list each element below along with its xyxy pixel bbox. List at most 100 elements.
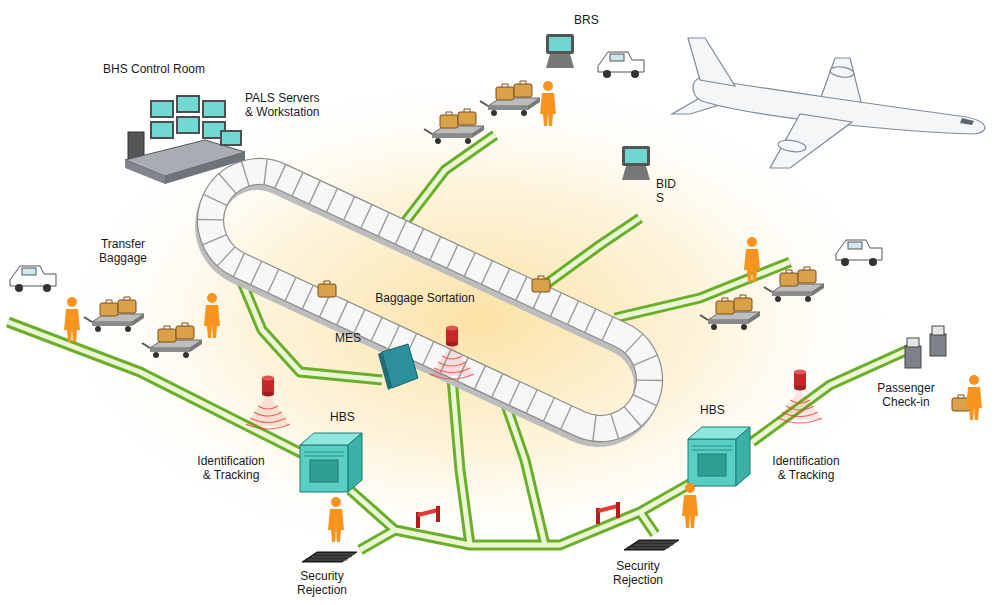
sortation-carousel bbox=[585, 309, 596, 333]
sortation-carousel bbox=[447, 245, 458, 269]
sortation-carousel bbox=[430, 237, 441, 261]
conveyor-belt bbox=[405, 135, 495, 222]
scanner-beacon bbox=[778, 370, 822, 424]
control-room bbox=[178, 118, 198, 132]
equipment-label: MES bbox=[335, 332, 361, 346]
sortation-carousel bbox=[395, 221, 406, 245]
area-label: Baggage Sortation bbox=[365, 292, 485, 306]
sortation-carousel bbox=[354, 309, 365, 333]
mes-unit bbox=[378, 352, 392, 390]
scanner-beacon bbox=[430, 326, 474, 380]
conveyor-belt bbox=[545, 218, 640, 285]
sortation-carousel bbox=[516, 277, 527, 301]
airplane bbox=[688, 38, 735, 86]
checkin-kiosk bbox=[907, 338, 919, 347]
sortation-carousel bbox=[217, 243, 235, 269]
conveyor-belt bbox=[452, 378, 470, 545]
sortation-carousel bbox=[492, 374, 503, 398]
sortation-carousel bbox=[474, 366, 485, 390]
equipment-label: PALS Servers & Workstation bbox=[245, 92, 327, 120]
baggage-cart bbox=[764, 267, 824, 302]
sortation-carousel bbox=[620, 407, 646, 427]
sortation-carousel bbox=[603, 414, 627, 439]
sortation-carousel bbox=[302, 285, 313, 309]
conveyor-belt bbox=[545, 218, 640, 285]
person-figure bbox=[204, 293, 220, 338]
airplane bbox=[672, 38, 985, 168]
person-figure bbox=[682, 483, 698, 528]
sortation-carousel bbox=[251, 261, 262, 285]
airplane bbox=[770, 114, 852, 168]
control-room bbox=[204, 102, 224, 116]
control-room bbox=[125, 160, 165, 184]
area-label: Passenger Check-in bbox=[870, 382, 942, 410]
sortation-carousel bbox=[423, 342, 434, 366]
sortation-carousel bbox=[309, 180, 320, 204]
control-room bbox=[152, 123, 172, 137]
control-room bbox=[220, 130, 242, 146]
sortation-carousel bbox=[526, 390, 537, 414]
person-figure bbox=[744, 237, 760, 282]
area-label: Security Rejection bbox=[606, 560, 670, 588]
baggage-cart bbox=[480, 81, 540, 116]
control-room bbox=[150, 100, 174, 118]
sortation-carousel bbox=[285, 277, 296, 301]
baggage-cart bbox=[700, 295, 760, 330]
sortation-carousel bbox=[371, 317, 382, 341]
sortation-carousel bbox=[326, 188, 337, 212]
sortation-carousel bbox=[634, 348, 658, 373]
sortation-carousel bbox=[413, 229, 424, 253]
bids-terminal bbox=[622, 146, 650, 180]
control-room bbox=[202, 100, 226, 118]
sortation-carousel bbox=[175, 138, 683, 467]
conveyor-belt bbox=[8, 322, 305, 455]
conveyor-belt bbox=[640, 512, 655, 534]
hbs-machine bbox=[688, 427, 750, 486]
checkin-kiosk bbox=[930, 334, 946, 356]
control-room bbox=[150, 121, 174, 139]
sortation-carousel bbox=[233, 253, 244, 277]
sortation-carousel bbox=[561, 406, 572, 430]
mes-unit bbox=[378, 344, 418, 390]
sortation-carousel bbox=[499, 269, 510, 293]
conveyor-belt bbox=[360, 530, 395, 550]
equipment-label: HBS bbox=[330, 411, 355, 425]
area-label: Security Rejection bbox=[290, 570, 354, 598]
sortation-carousel bbox=[633, 395, 657, 406]
sortation-carousel bbox=[268, 269, 279, 293]
tug-vehicle bbox=[836, 240, 882, 266]
conveyor-belt bbox=[615, 262, 790, 318]
equipment-label: HBS bbox=[700, 404, 725, 418]
sortation-carousel bbox=[509, 382, 520, 406]
control-room bbox=[176, 95, 200, 113]
carousel-baggage bbox=[532, 276, 550, 292]
conveyor-belt bbox=[615, 262, 790, 318]
area-label: Transfer Baggage bbox=[90, 238, 156, 266]
sortation-carousel bbox=[625, 331, 643, 357]
control-room bbox=[178, 97, 198, 111]
baggage-cart bbox=[424, 109, 484, 144]
security-barrier bbox=[416, 506, 440, 528]
sortation-carousel bbox=[233, 161, 257, 186]
equipment-label: BID S bbox=[656, 178, 676, 206]
conveyor-belt bbox=[8, 322, 305, 455]
security-barrier bbox=[596, 502, 620, 524]
process-label: Identification & Tracking bbox=[768, 455, 844, 483]
conveyor-belt bbox=[8, 135, 912, 550]
control-room bbox=[125, 95, 245, 184]
sortation-carousel bbox=[214, 174, 240, 194]
brs-terminal bbox=[546, 34, 574, 68]
hbs-machine bbox=[300, 433, 362, 492]
person-figure bbox=[64, 297, 80, 342]
sortation-carousel bbox=[257, 159, 275, 185]
room-label: BHS Control Room bbox=[103, 63, 205, 77]
control-room bbox=[176, 116, 200, 134]
sortation-carousel bbox=[203, 194, 227, 205]
sortation-carousel bbox=[361, 205, 372, 229]
sortation-carousel bbox=[177, 138, 683, 462]
equipment-label: BRS bbox=[574, 14, 599, 28]
conveyor-belt bbox=[360, 530, 395, 550]
sortation-carousel bbox=[292, 172, 303, 196]
